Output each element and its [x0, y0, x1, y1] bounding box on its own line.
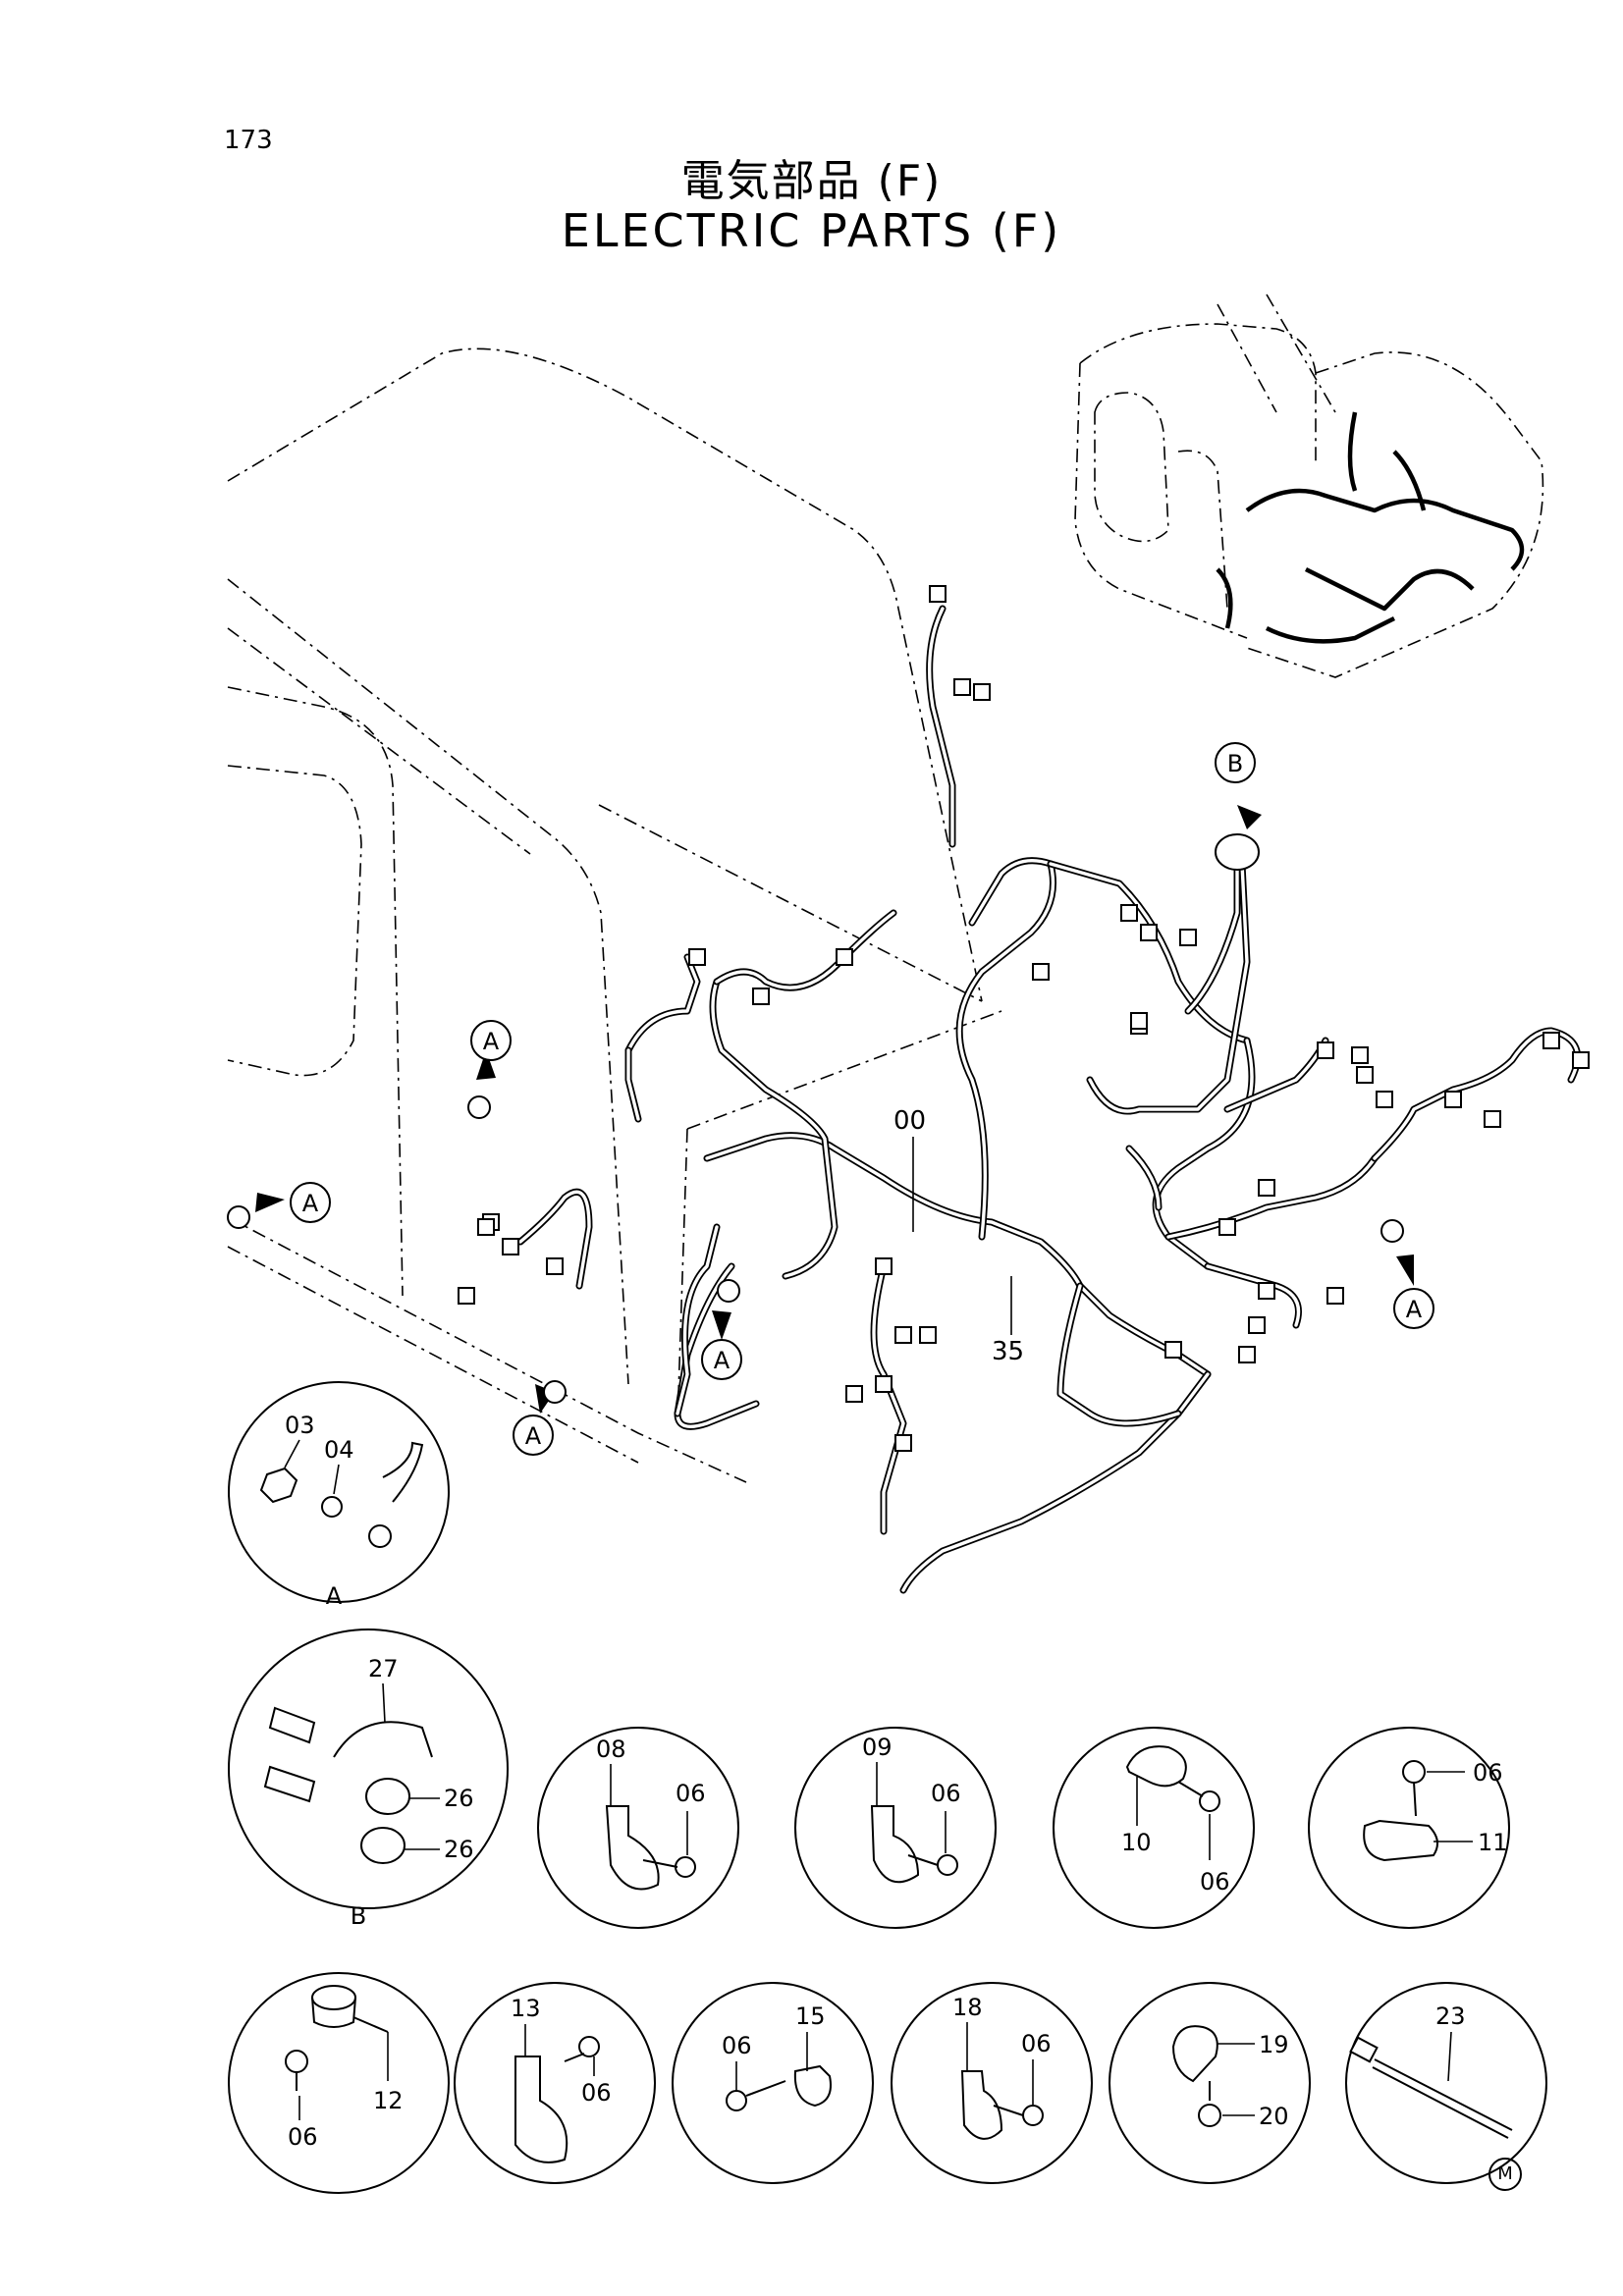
detail-clamp-08: 08 06 [537, 1727, 739, 1929]
detail-a: 03 04 A [228, 1381, 450, 1610]
page-number: 173 [224, 126, 273, 155]
svg-text:10: 10 [1121, 1829, 1152, 1856]
svg-text:A: A [714, 1347, 730, 1374]
svg-text:18: 18 [952, 1994, 983, 2021]
detail-clamp-18: 18 06 [891, 1982, 1093, 2184]
svg-text:B: B [1227, 750, 1243, 777]
corner-mark: M [1488, 2158, 1522, 2191]
machine-inset [1074, 294, 1544, 678]
cab-outline [227, 347, 1002, 1483]
ref-marker-b: B [1215, 742, 1262, 871]
ref-marker-a-2: A [227, 1182, 331, 1229]
svg-text:A: A [483, 1028, 500, 1055]
svg-text:06: 06 [676, 1780, 706, 1807]
detail-b: 27 26 26 B [228, 1629, 509, 1930]
svg-text:06: 06 [581, 2079, 612, 2107]
detail-clamp-12: 12 06 [228, 1972, 450, 2194]
svg-text:12: 12 [373, 2087, 404, 2114]
detail-cable-tie-23: 23 [1345, 1982, 1547, 2184]
callout-harness-00: 00 [893, 1106, 926, 1136]
detail-clamp-19: 19 20 [1109, 1982, 1311, 2184]
callout-harness-35: 35 [992, 1337, 1024, 1366]
svg-text:06: 06 [931, 1780, 961, 1807]
svg-text:26: 26 [444, 1785, 474, 1812]
svg-text:26: 26 [444, 1836, 474, 1863]
svg-text:A: A [1406, 1296, 1423, 1323]
svg-text:15: 15 [795, 2002, 826, 2030]
detail-clamp-10: 10 06 [1053, 1727, 1255, 1929]
ref-marker-a-5: A [1380, 1219, 1434, 1329]
detail-clamp-09: 09 06 [794, 1727, 997, 1929]
detail-clamp-13: 13 06 [454, 1982, 656, 2184]
ref-marker-a-4: A [513, 1380, 567, 1456]
svg-text:13: 13 [511, 1995, 541, 2022]
wire-harness [516, 605, 1582, 1594]
svg-text:03: 03 [285, 1412, 315, 1439]
title-english: ELECTRIC PARTS (F) [561, 204, 1062, 257]
svg-text:06: 06 [1473, 1759, 1503, 1787]
svg-text:04: 04 [324, 1436, 354, 1464]
svg-text:09: 09 [862, 1734, 893, 1761]
detail-clamp-15: 06 15 [672, 1982, 874, 2184]
ref-marker-a-1: A [467, 1020, 512, 1119]
svg-text:A: A [302, 1190, 319, 1217]
svg-text:20: 20 [1259, 2103, 1289, 2130]
svg-text:06: 06 [288, 2123, 318, 2151]
svg-text:23: 23 [1435, 2002, 1466, 2030]
svg-text:A: A [326, 1582, 343, 1610]
svg-text:A: A [525, 1422, 542, 1450]
svg-text:11: 11 [1478, 1829, 1508, 1856]
svg-text:08: 08 [596, 1735, 626, 1763]
svg-text:B: B [351, 1902, 366, 1930]
svg-text:27: 27 [368, 1655, 399, 1682]
svg-text:06: 06 [1021, 2030, 1052, 2057]
svg-text:19: 19 [1259, 2031, 1289, 2058]
ref-marker-a-3: A [701, 1279, 742, 1380]
detail-clamp-11: 06 11 [1308, 1727, 1510, 1929]
title-japanese: 電気部品 (F) [680, 156, 943, 206]
svg-text:06: 06 [1200, 1868, 1230, 1896]
svg-text:06: 06 [722, 2032, 752, 2059]
